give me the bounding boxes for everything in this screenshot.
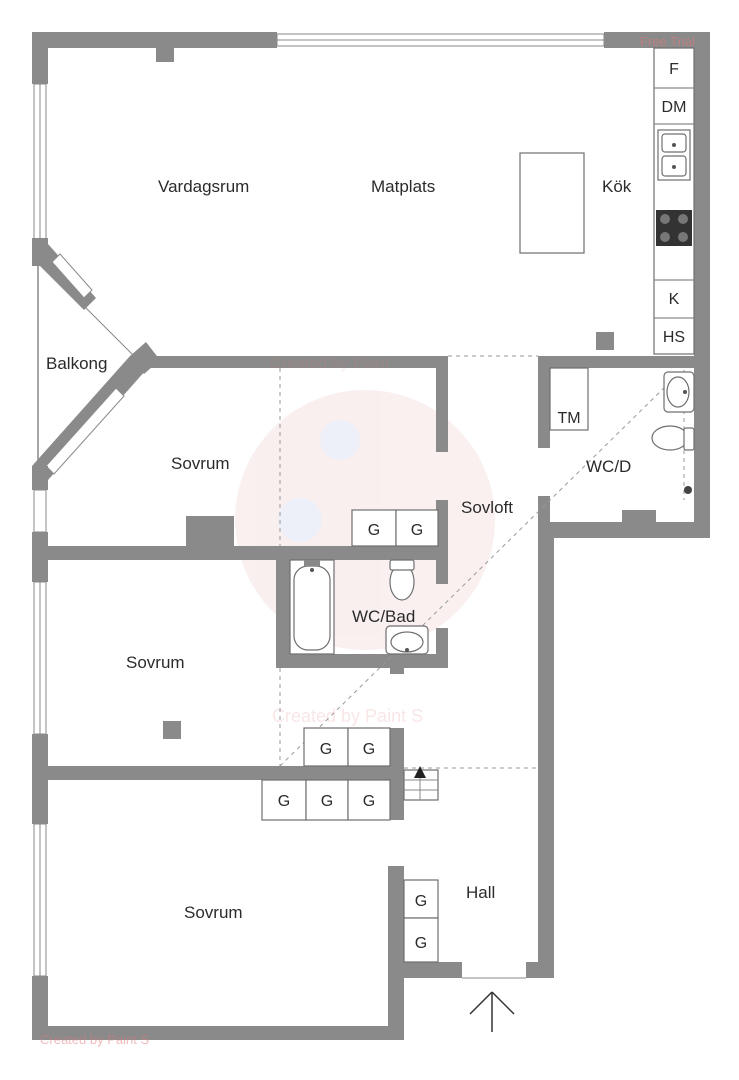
washbasin-icon	[385, 625, 429, 655]
toilet-icon	[389, 559, 415, 601]
watermark-text: Created by Paint	[270, 355, 390, 372]
room-label-sovloft: Sovloft	[461, 498, 513, 517]
entrance-arrow-icon	[462, 977, 526, 1032]
kitchen-counter	[653, 47, 695, 355]
washbasin-icon	[663, 371, 695, 413]
cooktop-icon	[656, 210, 692, 246]
wardrobe-label: G	[278, 793, 290, 810]
loft-ladder-icon	[403, 766, 439, 801]
room-label-sovrum-2: Sovrum	[126, 653, 185, 672]
tall-cabinet-label: HS	[663, 329, 685, 346]
watermark-text: Free Trial	[640, 34, 695, 49]
wardrobe-label: G	[368, 522, 380, 539]
wc-bad-fixtures	[289, 559, 429, 655]
interior-walls	[32, 332, 710, 820]
bathtub-icon	[289, 559, 335, 655]
toilet-icon	[651, 425, 695, 451]
wardrobe-label: G	[411, 522, 423, 539]
room-label-vardagsrum: Vardagsrum	[158, 177, 249, 196]
outer-walls	[32, 32, 710, 1040]
room-label-matplats: Matplats	[371, 177, 435, 196]
wardrobe-label: G	[363, 741, 375, 758]
wardrobe-label: G	[415, 893, 427, 910]
sink-icon	[657, 129, 691, 181]
room-label-balkong: Balkong	[46, 354, 107, 373]
room-label-wc-d: WC/D	[586, 457, 631, 476]
wardrobe-label: G	[321, 793, 333, 810]
room-label-sovrum-3: Sovrum	[184, 903, 243, 922]
tumble-dryer-label: TM	[557, 410, 580, 427]
dishwasher-label: DM	[662, 99, 687, 116]
kitchen-cabinet-label: K	[669, 291, 680, 308]
room-label-sovrum-1: Sovrum	[171, 454, 230, 473]
watermark-text: Created by Paint S	[272, 706, 423, 726]
wardrobe-label: G	[320, 741, 332, 758]
wardrobe-label: G	[363, 793, 375, 810]
wc-d-fixtures	[549, 367, 695, 494]
floor-drain-icon	[684, 486, 692, 494]
room-label-hall: Hall	[466, 883, 495, 902]
kitchen-island	[519, 152, 585, 254]
room-label-wc-bad: WC/Bad	[352, 607, 415, 626]
wardrobe-label: G	[415, 935, 427, 952]
watermark-text: Created by Paint S	[40, 1032, 149, 1047]
fridge-label: F	[669, 61, 679, 78]
wardrobes	[261, 509, 439, 963]
room-label-kok: Kök	[602, 177, 632, 196]
